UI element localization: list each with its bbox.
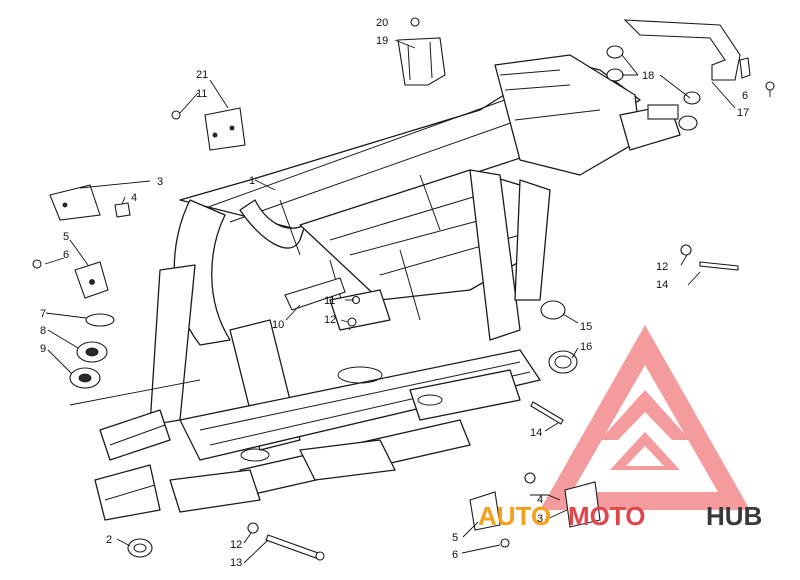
callout-7: 7 [40,308,46,320]
callout-2: 2 [106,534,112,546]
part-6-bolt-lower [500,538,510,548]
part-5-mount-left [74,261,109,299]
callout-6-lower: 6 [452,549,458,561]
watermark-moto: MOTO [568,501,646,531]
callout-4-left: 4 [131,192,137,204]
part-20-nut [410,17,420,27]
callout-6-top-right: 6 [742,90,748,102]
callout-12-lower: 12 [230,539,242,551]
callout-14-right: 14 [656,279,668,291]
part-18-grommets [606,45,701,131]
callout-21: 21 [196,69,208,81]
part-2-cap [127,538,153,558]
callout-labels: 21 11 20 19 18 6 17 3 4 1 5 6 12 14 7 11… [40,17,749,569]
callout-10: 10 [272,319,284,331]
part-17-rack-bracket [623,19,751,81]
atv-main-frame [94,54,681,521]
part-5-mount-lower [469,491,501,531]
part-14-bolt-lower [530,401,564,425]
callout-6-left: 6 [63,249,69,261]
callout-11-mid: 11 [324,295,335,307]
part-16-cap [548,350,578,374]
callout-17: 17 [737,107,749,119]
callout-20: 20 [376,17,388,29]
part-6-bolt-left [32,259,42,269]
part-19-bracket [397,37,446,86]
watermark-text: AUTO MOTO HUB [478,501,762,531]
callout-5-lower: 5 [452,532,458,544]
part-8-bushing [76,341,108,363]
watermark-logo [540,325,750,510]
part-10-bracket [284,277,346,311]
leader-lines [44,39,771,564]
part-15-plug [540,300,566,320]
part-3-bracket-lower [524,472,601,528]
part-12-nut-lower [247,522,259,534]
callout-9: 9 [40,343,46,355]
part-21-bracket [204,107,246,151]
callout-11-top: 11 [196,88,207,100]
callout-8: 8 [40,325,46,337]
callout-19: 19 [376,35,388,47]
part-14-bolt-right [680,244,739,271]
callout-3-lower: 3 [537,513,543,525]
part-3-bracket-left [49,184,101,221]
callout-13: 13 [230,557,242,569]
callout-14-lower: 14 [530,427,542,439]
part-9-bushing [69,367,101,389]
watermark-hub: HUB [706,501,762,531]
callout-18: 18 [642,70,654,82]
part-4-bolt-left [114,202,131,218]
callout-12-right: 12 [656,261,668,273]
callout-4-lower: 4 [537,494,543,506]
callout-15: 15 [580,321,592,333]
callout-3-left: 3 [157,176,163,188]
callout-12-mid: 12 [324,314,336,326]
watermark-auto: AUTO [478,501,551,531]
callout-1: 1 [249,175,255,187]
part-13-bolt [265,534,325,561]
part-6-bolt-right [765,81,775,91]
callout-5-left: 5 [63,231,69,243]
part-7-ring [85,313,115,327]
part-11-nut-top [171,110,181,120]
callout-16: 16 [580,341,592,353]
part-12-nut-mid [347,317,357,327]
